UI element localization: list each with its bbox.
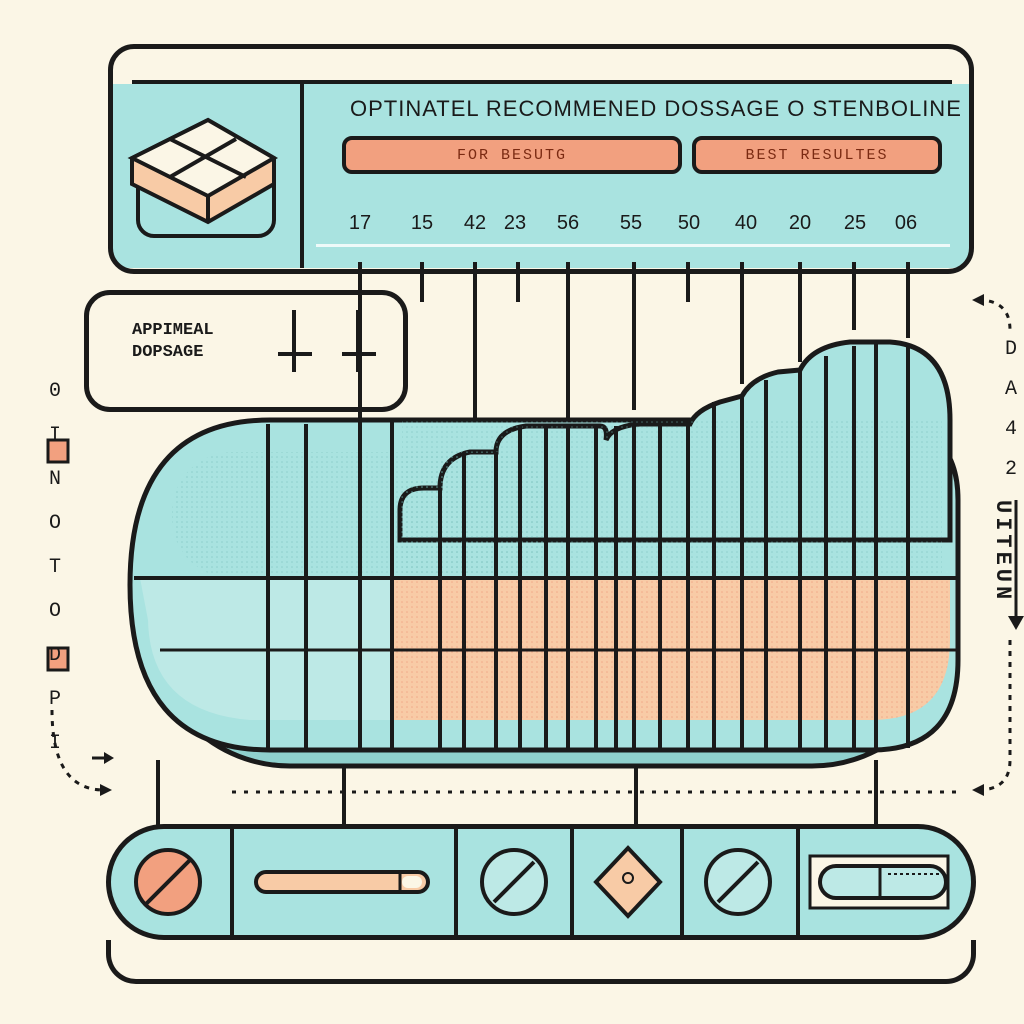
for-results-button[interactable]: FOR BESUTG <box>342 136 682 174</box>
legend-divider <box>454 824 458 940</box>
side-glyph: D <box>1004 338 1017 361</box>
side-glyph: I <box>48 732 61 755</box>
scale-label: 25 <box>843 212 867 234</box>
side-glyph: 0 <box>48 380 61 403</box>
capsule-icon[interactable] <box>808 852 952 912</box>
right-side-glyphs: D A 4 2 <box>996 330 1024 490</box>
header-panel <box>108 44 974 274</box>
scale-label: 50 <box>677 212 701 234</box>
scale-label: 06 <box>894 212 918 234</box>
split-tablet-icon[interactable] <box>128 842 208 922</box>
scale-label: 17 <box>348 212 372 234</box>
legend-divider <box>570 824 574 940</box>
tablet-stack-icon <box>127 117 279 238</box>
scale-label: 56 <box>556 212 580 234</box>
legend-divider <box>680 824 684 940</box>
callout-label: APPIMEAL DOPSAGE <box>132 321 214 362</box>
scale-label: 40 <box>734 212 758 234</box>
header-vertical-divider <box>300 84 304 268</box>
dosage-callout <box>84 290 408 412</box>
right-vertical-label: UITEUN <box>990 500 1015 604</box>
side-glyph: O <box>48 512 61 535</box>
side-glyph: 4 <box>1004 418 1017 441</box>
scale-label: 23 <box>503 212 527 234</box>
round-tablet-icon[interactable] <box>698 842 778 922</box>
best-results-button[interactable]: BEST RESULTES <box>692 136 942 174</box>
scale-baseline <box>316 244 950 247</box>
bottom-bracket <box>106 940 976 984</box>
side-glyph: O <box>48 600 61 623</box>
side-glyph: T <box>48 556 61 579</box>
scale-drop-lines <box>358 262 910 440</box>
round-tablet-icon[interactable] <box>474 842 554 922</box>
scale-label: 42 <box>463 212 487 234</box>
legend-divider <box>796 824 800 940</box>
side-glyph: A <box>1004 378 1017 401</box>
legend-divider <box>230 824 234 940</box>
side-glyph: P <box>48 688 61 711</box>
scale-label: 20 <box>788 212 812 234</box>
side-glyph: D <box>48 644 61 667</box>
scale-label: 55 <box>619 212 643 234</box>
bar-tablet-icon[interactable] <box>252 866 434 898</box>
page-title: OPTINATEL RECOMMENED DOSSAGE O STENBOLIN… <box>350 96 962 121</box>
side-glyph: 2 <box>1004 458 1017 481</box>
diamond-tablet-icon[interactable] <box>588 842 668 922</box>
side-glyph: I <box>48 424 61 447</box>
side-glyph: N <box>48 468 61 491</box>
header-divider-line <box>132 80 952 84</box>
scale-label: 15 <box>410 212 434 234</box>
left-side-glyphs: 0 I N O T O D P I <box>40 370 70 766</box>
